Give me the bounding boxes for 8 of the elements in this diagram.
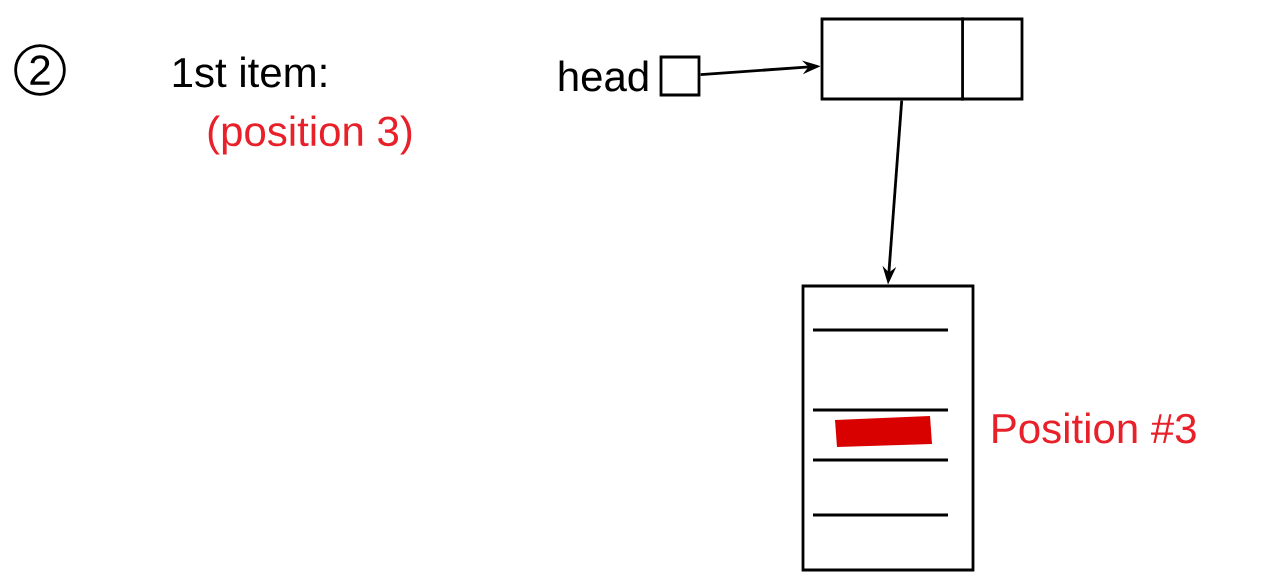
note-text: (position 3) [208, 115, 412, 155]
pointer-box [659, 55, 701, 97]
array-box [801, 284, 975, 572]
heading-text: 1st item: [173, 56, 326, 88]
beside-label: Position #3 [993, 412, 1196, 444]
list-node-box [820, 17, 1024, 101]
beside-label: head [559, 60, 648, 92]
circled-number: 2 [14, 44, 66, 96]
